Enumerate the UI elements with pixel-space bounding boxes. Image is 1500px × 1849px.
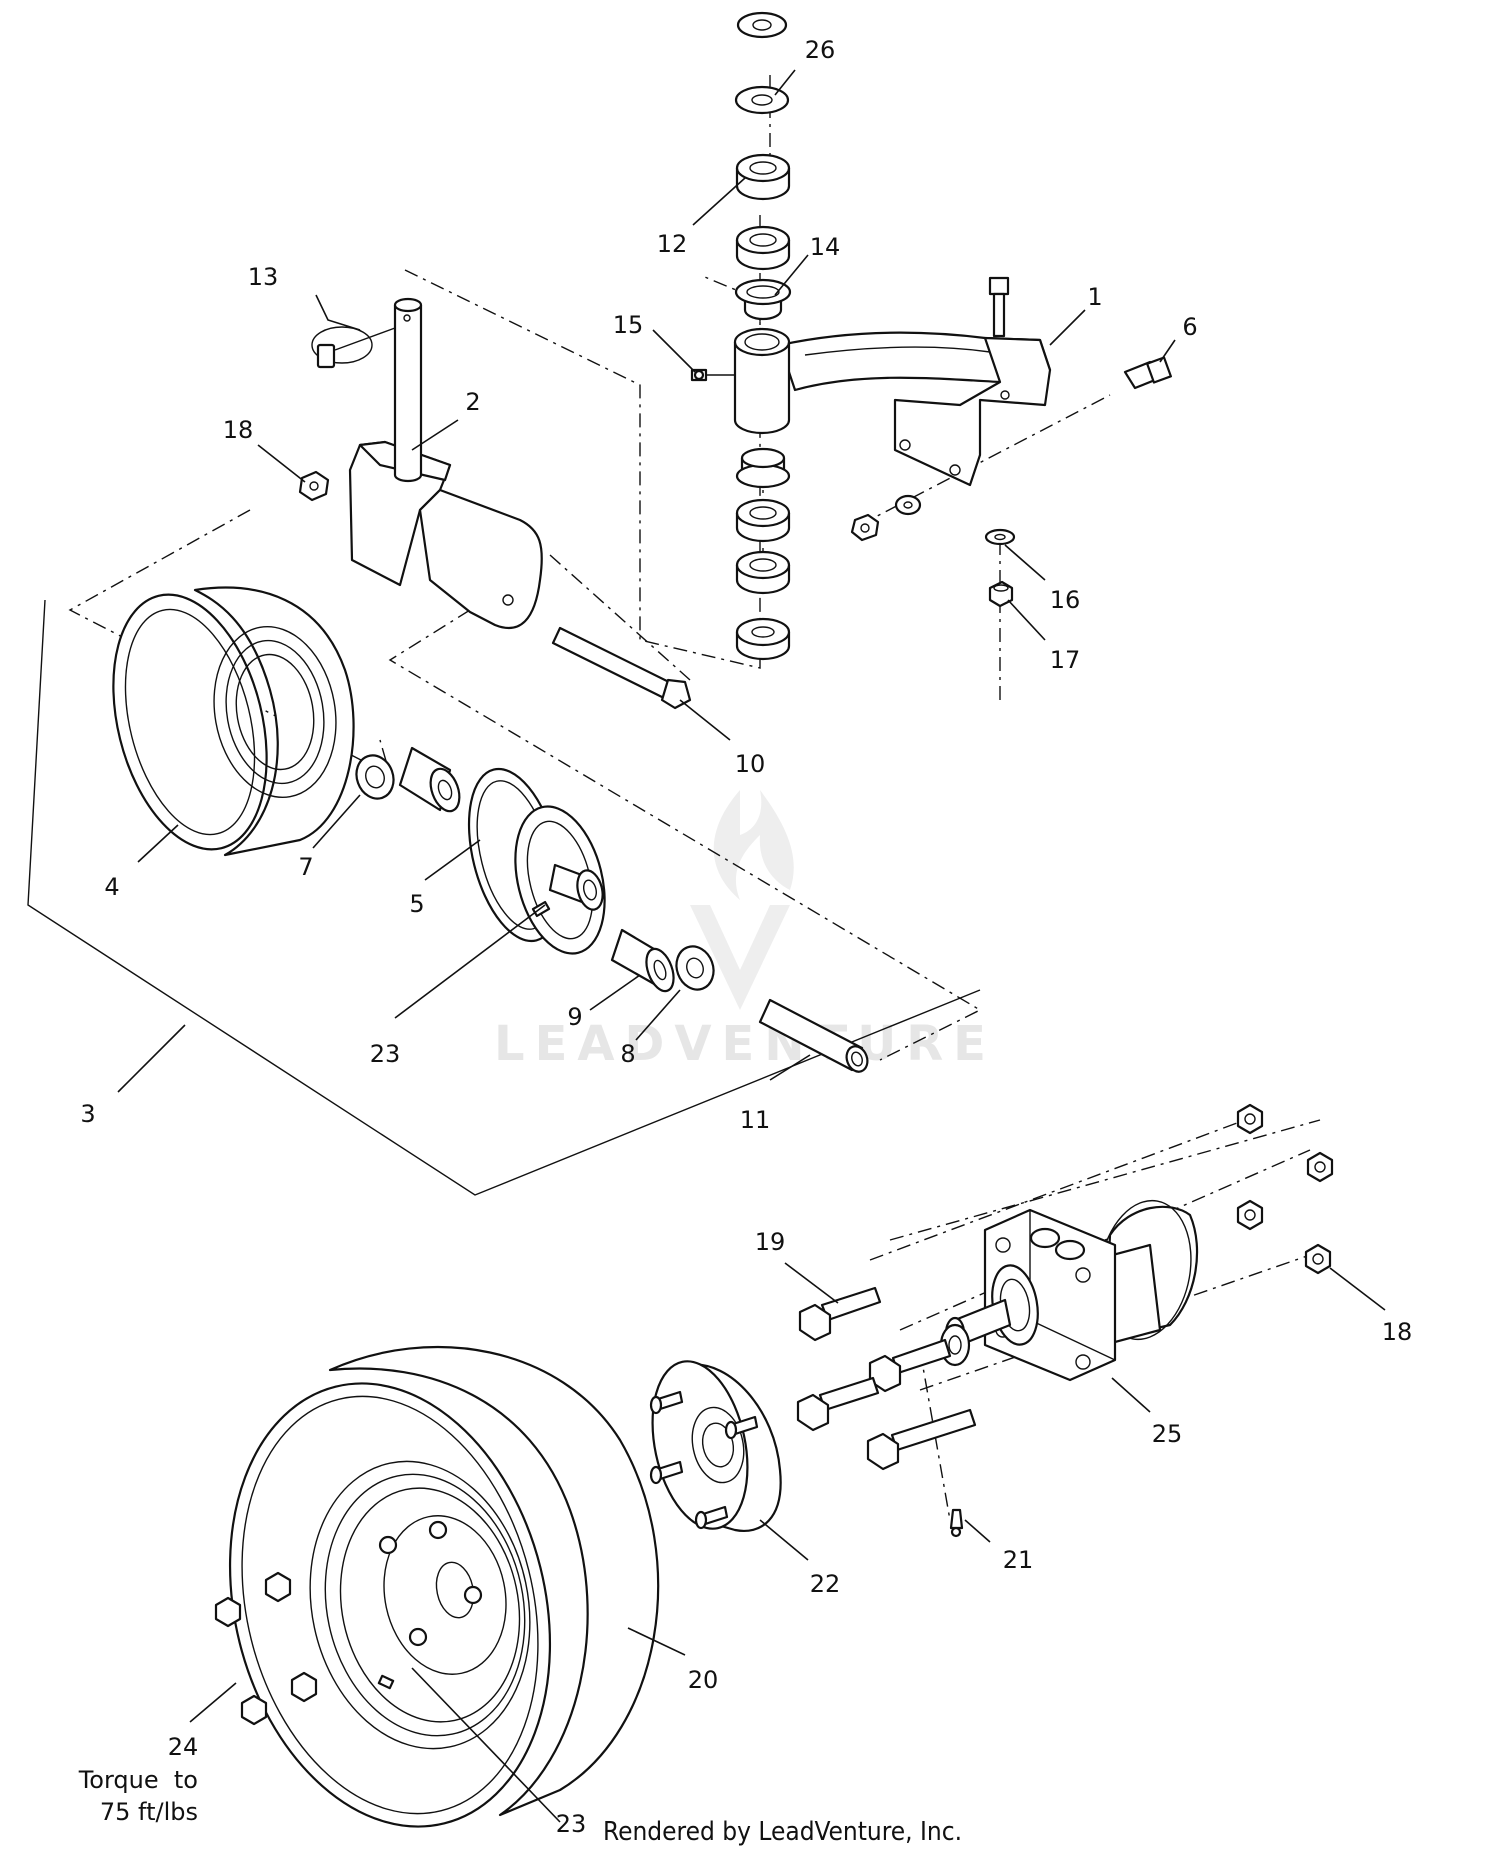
label-13: 13 (248, 263, 279, 291)
label-21: 21 (1003, 1546, 1034, 1574)
bushing-12-lower-b (735, 550, 791, 595)
fork-pin (393, 297, 423, 483)
label-25: 25 (1152, 1420, 1183, 1448)
nut-top-2 (1306, 1151, 1334, 1183)
label-11: 11 (740, 1106, 771, 1134)
nut-17-side (850, 513, 880, 542)
label-15: 15 (613, 311, 644, 339)
roller-bearing-upper (398, 746, 461, 813)
label-18-motor: 18 (1382, 1318, 1413, 1346)
lower-bushing-stack (735, 447, 791, 661)
label-6: 6 (1182, 313, 1197, 341)
label-22: 22 (810, 1570, 841, 1598)
lug-nuts-24 (214, 1571, 318, 1726)
watermark-flame-logo (690, 790, 794, 1010)
label-18-fork: 18 (223, 416, 254, 444)
grease-fitting-15 (690, 368, 735, 382)
bolt-6 (1123, 356, 1172, 390)
front-tire-4 (112, 586, 355, 857)
assembly-3-bracket (27, 599, 981, 1196)
label-12: 12 (657, 230, 688, 258)
roller-bearing-9 (610, 928, 675, 993)
bolt-19-c (796, 1376, 880, 1432)
label-24: 24 (168, 1733, 199, 1761)
label-2: 2 (465, 388, 480, 416)
spacer-8 (675, 945, 715, 991)
label-26: 26 (805, 36, 836, 64)
label-23-rear: 23 (556, 1810, 587, 1838)
nut-17 (988, 580, 1014, 608)
nut-18-fork (298, 470, 330, 502)
label-17: 17 (1050, 646, 1081, 674)
axle-bolt-10 (551, 626, 692, 710)
label-7: 7 (298, 853, 313, 881)
arm-bolt-top (988, 276, 1010, 338)
label-23-front: 23 (370, 1040, 401, 1068)
label-16: 16 (1050, 586, 1081, 614)
nut-mid (1236, 1199, 1264, 1231)
washer-16-side (894, 494, 922, 516)
washer-26-lower (735, 617, 791, 661)
label-9: 9 (567, 1003, 582, 1031)
label-14: 14 (810, 233, 841, 261)
wheel-motor-25 (944, 1199, 1199, 1382)
pivot-washer-stack (734, 11, 792, 321)
flange-bushing-14 (734, 278, 792, 321)
label-20: 20 (688, 1666, 719, 1694)
label-1: 1 (1087, 283, 1102, 311)
hub-studs (649, 1390, 759, 1530)
washer-26-top (736, 11, 788, 39)
footer-credit: Rendered by LeadVenture, Inc. (603, 1817, 962, 1847)
bushing-12-lower-a (735, 498, 791, 543)
watermark-text: LEADVENTURE (494, 1016, 996, 1072)
label-10: 10 (735, 750, 766, 778)
bolt-19-a (798, 1286, 882, 1342)
pivot-tube (733, 327, 791, 435)
label-3: 3 (80, 1100, 95, 1128)
cotter-pin-21 (949, 1508, 964, 1538)
torque-note-line2: 75 ft/lbs (100, 1798, 198, 1826)
wheel-motor-nuts (1236, 1103, 1334, 1275)
label-5: 5 (409, 890, 424, 918)
nut-top-1 (1236, 1103, 1264, 1135)
label-4: 4 (104, 873, 119, 901)
leader-lines (117, 69, 1386, 1823)
seal-7 (355, 754, 395, 800)
rim-5 (467, 767, 606, 955)
washer-26 (734, 85, 790, 115)
part-labels: 26 12 14 1 6 15 16 17 13 2 18 10 4 7 5 2… (80, 36, 1412, 1838)
lynch-pin-13 (311, 326, 396, 369)
hub-22 (649, 1360, 782, 1532)
bushing-12-upper (735, 153, 791, 201)
bolt-19-b (868, 1338, 952, 1393)
bushing-12-middle (735, 225, 791, 271)
torque-note: Torque to 75 ft/lbs (78, 1766, 198, 1826)
rim-bolt-holes (378, 1520, 483, 1647)
flange-bushing-14-lower (735, 447, 791, 489)
motor-bolts-19 (796, 1286, 977, 1471)
spacer-tube-11 (758, 998, 869, 1073)
torque-note-line1: Torque to (78, 1766, 198, 1794)
caster-fork-2 (348, 297, 543, 630)
bolt-19-d (866, 1408, 977, 1471)
label-8: 8 (620, 1040, 635, 1068)
watermark: LEADVENTURE (494, 790, 996, 1072)
rear-tire-20 (228, 1346, 660, 1828)
caster-arm-1 (733, 276, 1052, 487)
nut-18-motor (1304, 1243, 1332, 1275)
valve-stem (377, 1674, 395, 1690)
label-19: 19 (755, 1228, 786, 1256)
washer-16 (984, 528, 1016, 546)
